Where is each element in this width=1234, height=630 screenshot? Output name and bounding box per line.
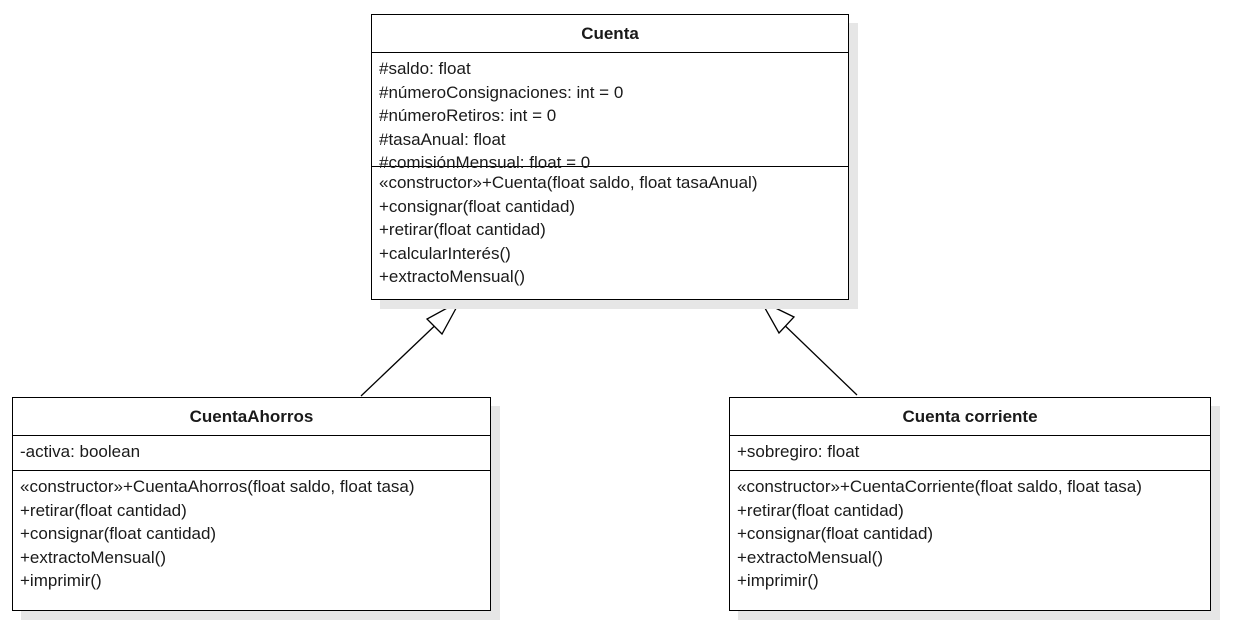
inheritance-arrowhead <box>425 299 462 336</box>
method: +retirar(float cantidad) <box>379 220 546 239</box>
class-cuenta[interactable]: Cuenta #saldo: float #númeroConsignacion… <box>371 14 849 300</box>
methods-section: «constructor»+CuentaAhorros(float saldo,… <box>13 471 490 597</box>
method: +imprimir() <box>20 571 102 590</box>
class-name: CuentaAhorros <box>13 398 490 436</box>
class-name: Cuenta <box>372 15 848 53</box>
class-cuenta-ahorros[interactable]: CuentaAhorros -activa: boolean «construc… <box>12 397 491 611</box>
generalization-ahorros-to-cuenta <box>360 299 462 397</box>
attribute: -activa: boolean <box>20 442 141 461</box>
method: +retirar(float cantidad) <box>737 500 904 520</box>
method: +consignar(float cantidad) <box>379 196 576 216</box>
method: «constructor»+CuentaAhorros(float saldo,… <box>20 477 415 496</box>
attribute: #númeroRetiros: int = 0 <box>379 106 557 125</box>
methods-section: «constructor»+Cuenta(float saldo, float … <box>372 167 848 293</box>
method: +retirar(float cantidad) <box>20 500 187 520</box>
generalization-corriente-to-cuenta <box>759 299 858 396</box>
attributes-section: #saldo: float #númeroConsignaciones: int… <box>372 53 848 172</box>
class-name: Cuenta corriente <box>730 398 1210 436</box>
method: +extractoMensual() <box>379 267 525 286</box>
attribute: #comisiónMensual: float = 0 <box>379 153 591 172</box>
method: «constructor»+Cuenta(float saldo, float … <box>379 173 758 192</box>
method: +extractoMensual() <box>20 547 166 567</box>
attribute: #númeroConsignaciones: int = 0 <box>379 82 624 102</box>
attributes-section: +sobregiro: float <box>730 436 1210 471</box>
method: +consignar(float cantidad) <box>20 524 217 543</box>
edge-line <box>360 315 446 397</box>
edge-line <box>775 316 858 396</box>
attributes-section: -activa: boolean <box>13 436 490 471</box>
attribute: +sobregiro: float <box>737 442 860 461</box>
method: +consignar(float cantidad) <box>737 524 934 543</box>
method: +extractoMensual() <box>737 547 883 567</box>
inheritance-arrowhead <box>759 299 796 335</box>
method: «constructor»+CuentaCorriente(float sald… <box>737 477 1142 496</box>
attribute: #tasaAnual: float <box>379 129 506 149</box>
method: +calcularInterés() <box>379 243 511 263</box>
class-cuenta-corriente[interactable]: Cuenta corriente +sobregiro: float «cons… <box>729 397 1211 611</box>
method: +imprimir() <box>737 571 819 590</box>
methods-section: «constructor»+CuentaCorriente(float sald… <box>730 471 1210 597</box>
attribute: #saldo: float <box>379 59 471 78</box>
